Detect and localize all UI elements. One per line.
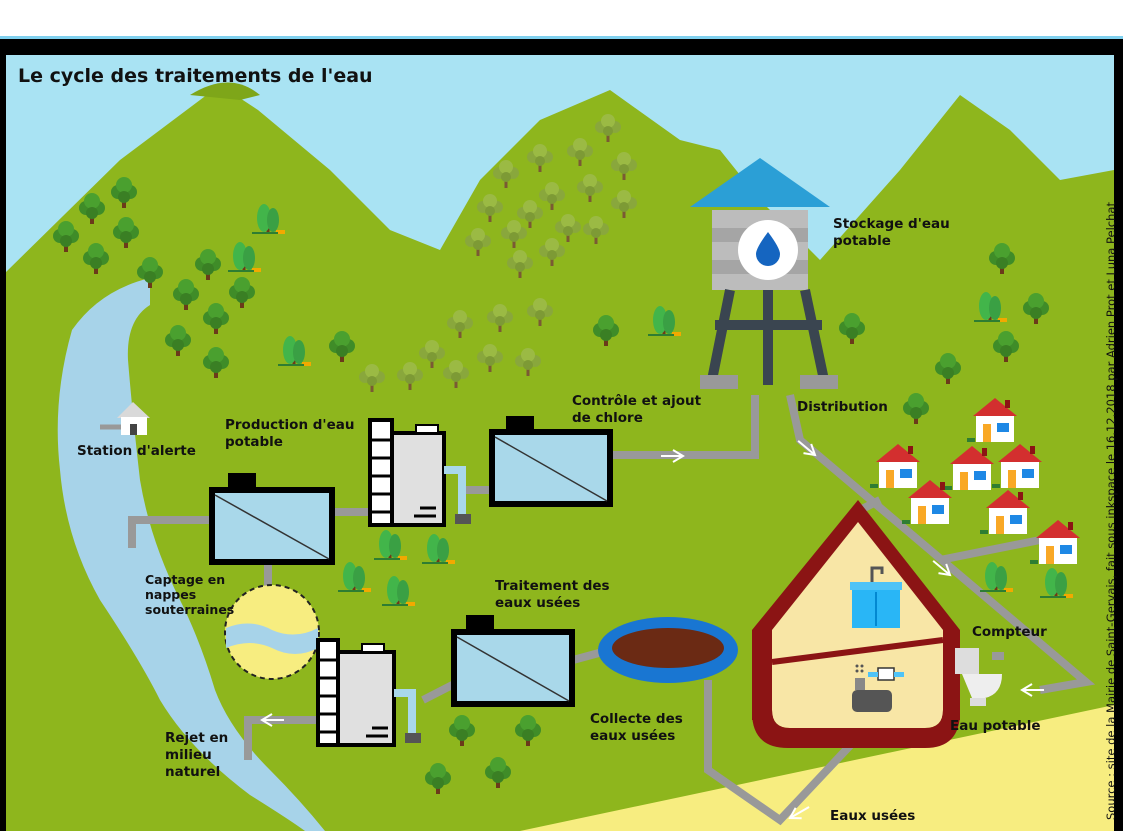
label-capture: Captage en nappes souterraines [145,572,234,617]
label-line: Stockage d'eau [833,216,950,232]
label-line: Contrôle et ajout [572,393,702,409]
label-chlorine-control: Contrôle et ajout de chlore [572,393,701,427]
big-house-icon [752,500,960,748]
groundwater-capture-icon [224,584,320,680]
label-line: nappes [145,587,197,602]
sink-icon [850,566,902,628]
label-treatment: Traitement des eaux usées [495,578,610,612]
capture-tank-icon [209,473,335,565]
treatment-tank-icon [451,615,575,707]
sand-ground [520,705,1114,831]
production-factory-icon [368,418,471,527]
label-line: Captage en [145,572,226,587]
label-line: milieu [165,747,212,763]
label-line: eaux usées [495,595,581,611]
label-distribution: Distribution [797,399,888,415]
label-production: Production d'eau potable [225,417,354,451]
wastewater-basin-icon [598,617,738,683]
alert-station-house-icon [100,402,150,435]
label-line: Collecte des [590,711,683,727]
label-storage: Stockage d'eau potable [833,216,950,250]
label-line: Traitement des [495,578,610,594]
label-line: Rejet en [165,730,229,746]
label-discharge: Rejet en milieu naturel [165,730,228,781]
label-line: souterraines [145,602,235,617]
label-line: de chlore [572,410,643,426]
label-drinking-water: Eau potable [950,718,1041,734]
label-collection: Collecte des eaux usées [590,711,683,745]
label-line: naturel [165,764,221,780]
label-wastewater: Eaux usées [830,808,916,824]
meter-icon [868,667,904,681]
label-line: eaux usées [590,728,676,744]
discharge-factory-icon [316,638,421,747]
label-line: potable [225,434,283,450]
source-credit: Source : site de la Mairie de Saint-Gerv… [1104,202,1118,820]
label-meter: Compteur [972,624,1047,640]
bathtub-icon [852,664,892,712]
label-line: Production d'eau [225,417,355,433]
toilet-icon [955,648,1004,706]
chlorine-tank-icon [489,416,613,507]
water-tower-icon [690,158,838,389]
page-title: Le cycle des traitements de l'eau [18,65,373,87]
label-alert-station: Station d'alerte [77,443,196,459]
label-line: potable [833,233,891,249]
